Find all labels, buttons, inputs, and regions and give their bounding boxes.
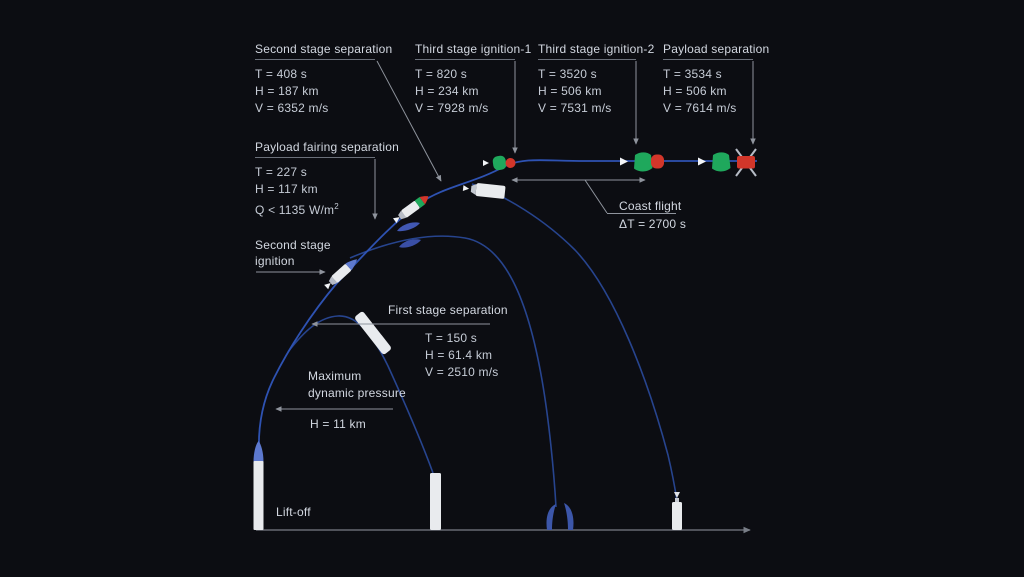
event-title: Payload separation: [663, 42, 770, 56]
stat-velocity: V = 7928 m/s: [415, 101, 489, 115]
stat-velocity: V = 2510 m/s: [425, 365, 499, 379]
label-first-stage-separation: First stage separation: [388, 303, 508, 317]
annotation-payload-separation: Payload separation T = 3534 s H = 506 km…: [663, 42, 769, 117]
annotation-payload-fairing-separation: Payload fairing separation T = 227 s H =…: [255, 140, 399, 219]
stat-heat-flux: Q < 1135 W/m2: [255, 202, 339, 217]
title-rule: [255, 59, 375, 60]
liftoff-rocket-icon: [253, 441, 264, 530]
stat-altitude: H = 187 km: [255, 84, 319, 98]
annotation-third-stage-ignition-2: Third stage ignition-2 T = 3520 s H = 50…: [538, 42, 654, 117]
landed-first-stage-icon: [430, 473, 441, 530]
stat-time: T = 408 s: [255, 67, 307, 81]
second-stage-ignition-rocket-icon: [324, 259, 358, 290]
second-stage-descent-path: [471, 183, 678, 502]
label-coast-flight: Coast flight: [619, 199, 682, 213]
title-rule: [538, 59, 636, 60]
event-title: Third stage ignition-2: [538, 42, 655, 56]
falling-fairing-halves-icon: [397, 222, 421, 248]
stat-altitude: H = 61.4 km: [425, 348, 493, 362]
stat-time: T = 227 s: [255, 165, 307, 179]
stat-time: T = 820 s: [415, 67, 467, 81]
stat-time: T = 150 s: [425, 331, 477, 345]
stat-altitude: H = 506 km: [663, 84, 727, 98]
label-second-stage-ignition-line2: ignition: [255, 254, 295, 268]
stat-coast-duration: ΔT = 2700 s: [619, 217, 687, 231]
stat-velocity: V = 6352 m/s: [255, 101, 329, 115]
event-title: Second stage separation: [255, 42, 393, 56]
stat-time: T = 3534 s: [663, 67, 722, 81]
stat-velocity: V = 7531 m/s: [538, 101, 612, 115]
title-rule: [663, 59, 753, 60]
third-stage-ignition-2-icon: [620, 152, 664, 172]
spent-first-stage-icon: [355, 311, 391, 355]
landed-fairing-halves-icon: [546, 503, 574, 530]
stat-max-q-altitude: H = 11 km: [310, 417, 366, 431]
label-max-dynamic-pressure-line1: Maximum: [308, 369, 362, 383]
spent-second-stage-icon: [462, 183, 506, 199]
label-lift-off: Lift-off: [276, 505, 311, 519]
annotation-first-stage-separation-stats: T = 150 s H = 61.4 km V = 2510 m/s: [425, 330, 498, 381]
coast-flight-leader: [584, 179, 608, 214]
title-rule: [255, 157, 375, 158]
event-title: Third stage ignition-1: [415, 42, 532, 56]
payload-separation-icon: [698, 148, 757, 177]
stat-time: T = 3520 s: [538, 67, 597, 81]
label-second-stage-ignition-line1: Second stage: [255, 238, 331, 252]
title-rule: [415, 59, 515, 60]
label-max-dynamic-pressure-line2: dynamic pressure: [308, 386, 406, 400]
annotation-second-stage-separation: Second stage separation T = 408 s H = 18…: [255, 42, 392, 117]
third-stage-ignition-1-icon: [483, 155, 516, 171]
event-title: Payload fairing separation: [255, 140, 399, 154]
leader-second-stage-separation: [376, 60, 442, 182]
post-fairing-rocket-icon: [393, 196, 429, 224]
stat-altitude: H = 117 km: [255, 182, 318, 196]
stat-velocity: V = 7614 m/s: [663, 101, 737, 115]
fairing-descent-path: [349, 235, 557, 508]
stat-altitude: H = 234 km: [415, 84, 479, 98]
leader-lines: [256, 60, 756, 412]
landed-second-stage-icon: [672, 492, 682, 530]
annotation-third-stage-ignition-1: Third stage ignition-1 T = 820 s H = 234…: [415, 42, 531, 117]
stat-altitude: H = 506 km: [538, 84, 602, 98]
